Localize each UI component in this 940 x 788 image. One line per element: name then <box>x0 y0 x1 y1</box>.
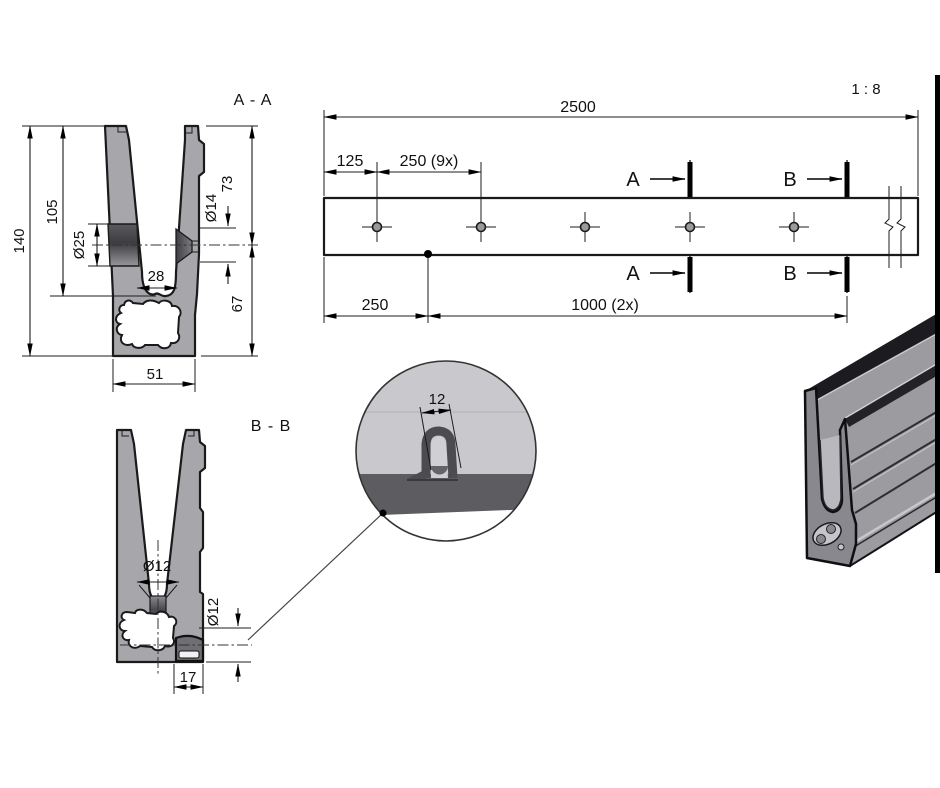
profile-bb <box>115 428 207 664</box>
profile-aa <box>103 124 206 358</box>
dim-text-d25: Ø25 <box>71 231 88 259</box>
dim-hole-25: Ø25 <box>71 223 121 267</box>
iso-3d-view <box>803 313 937 568</box>
dim-depth-105: 105 <box>44 125 156 297</box>
dim-hole-pattern: 125 250 (9x) <box>323 153 482 213</box>
hole-left-25 <box>107 223 140 267</box>
drawing-frame-border <box>935 75 940 573</box>
dim-hole-14: Ø14 <box>200 194 236 284</box>
dim-text-d12-bottom: Ø12 <box>143 558 171 575</box>
lip-detail-right <box>186 126 193 134</box>
dim-73-67: 73 67 <box>201 125 258 357</box>
dim-text-d14: Ø14 <box>203 194 220 222</box>
iso-cavities <box>812 521 845 551</box>
hole-mark <box>362 212 392 242</box>
dim-hole-side-12: Ø12 <box>199 598 251 682</box>
hole-mark <box>466 212 496 242</box>
cavity-aa <box>115 299 182 350</box>
dim-height-140: 140 <box>11 125 112 357</box>
detail-view: 12 <box>247 360 537 641</box>
dim-text-250: 250 <box>362 297 389 314</box>
hole-mark <box>675 212 705 242</box>
cavity-bb <box>118 608 178 652</box>
iso-end-face <box>803 386 858 568</box>
iso-grooves <box>850 411 937 548</box>
dim-text-12: 12 <box>429 391 446 408</box>
dim-hole-bottom-12: Ø12 <box>136 558 180 599</box>
lip-detail-left <box>121 430 129 437</box>
bar-body <box>322 196 920 257</box>
lip-detail-right <box>188 430 195 437</box>
dim-text-d12-side: Ø12 <box>205 598 222 626</box>
detail-content: 12 <box>356 361 536 516</box>
section-bb-view: B - B Ø12 Ø12 <box>115 418 292 694</box>
dim-text-73: 73 <box>219 176 236 193</box>
front-view: 1 : 8 A A <box>322 81 920 323</box>
dim-text-17: 17 <box>180 669 197 686</box>
cut-label-a-bottom: A <box>626 263 640 285</box>
dim-edge-17: 17 <box>173 664 204 694</box>
cut-marker-b: B B <box>783 162 850 292</box>
iso-channel-end <box>819 434 842 511</box>
hole-mark <box>570 212 600 242</box>
dim-reference-points: 250 1000 (2x) <box>323 257 848 323</box>
side-hole-slit <box>178 650 200 659</box>
dim-text-140: 140 <box>11 228 28 253</box>
detail-leader-dot <box>379 509 387 517</box>
detail-base-band <box>356 474 536 516</box>
iso-highlight <box>809 333 937 405</box>
dim-channel-28: 28 <box>136 268 178 291</box>
iso-top-edge <box>805 314 937 403</box>
cut-label-b-bottom: B <box>783 263 796 285</box>
dim-text-1000-2x: 1000 (2x) <box>571 297 639 314</box>
reference-point-dot <box>424 250 432 258</box>
dim-total-length: 2500 <box>323 99 919 196</box>
dim-text-105: 105 <box>44 199 61 224</box>
dim-text-250-9x: 250 (9x) <box>400 153 459 170</box>
bar-holes <box>362 212 809 242</box>
dim-slot-12: 12 <box>419 391 462 471</box>
dim-base-51: 51 <box>112 359 196 392</box>
dim-text-2500: 2500 <box>560 99 596 116</box>
dim-text-28: 28 <box>148 268 165 285</box>
break-symbol <box>884 186 906 268</box>
iso-highlight <box>844 363 937 419</box>
cut-label-b-top: B <box>783 169 796 191</box>
section-aa-view: A - A 140 105 <box>11 92 273 392</box>
scale-label: 1 : 8 <box>851 81 880 98</box>
iso-far-wall-top <box>845 365 937 427</box>
detail-circle-outline <box>355 360 537 542</box>
detail-slot-feature <box>407 426 458 481</box>
hole-mark <box>779 212 809 242</box>
dim-text-125: 125 <box>337 153 364 170</box>
lip-detail-left <box>117 126 126 133</box>
dim-text-51: 51 <box>147 366 164 383</box>
cut-label-a-top: A <box>626 169 640 191</box>
cut-marker-a: A A <box>626 162 693 292</box>
dim-text-67: 67 <box>229 296 246 313</box>
detail-leader-line <box>247 512 384 641</box>
section-bb-title: B - B <box>251 418 292 435</box>
section-aa-title: A - A <box>234 92 273 109</box>
